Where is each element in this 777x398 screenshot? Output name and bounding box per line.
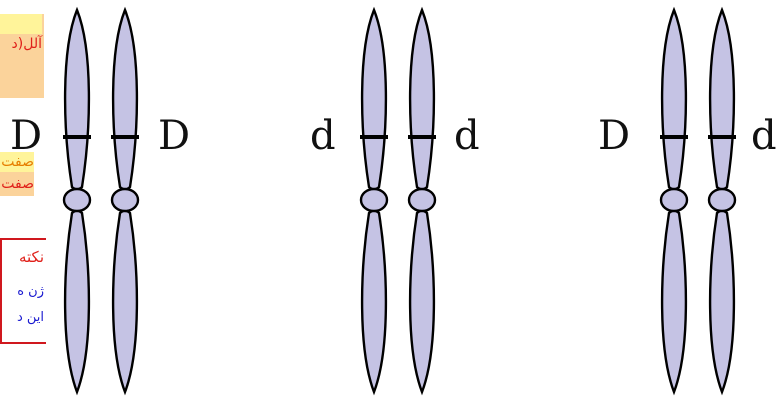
note-tip-line-1: ژن ه [17, 284, 44, 299]
note-text-allele: آلل(د [11, 36, 42, 52]
note-tip-title: نکته [18, 248, 44, 266]
allele-label-2-right: d [454, 113, 480, 159]
allele-label-2-left: d [310, 113, 336, 159]
note-box-trait-2: صفت [0, 172, 34, 196]
note-text-trait-1: صفت [1, 154, 34, 170]
chromosome-pair-1 [61, 8, 141, 394]
chromosome-1b [109, 8, 141, 394]
chromosome-1a [61, 8, 93, 394]
allele-label-1-left: D [10, 113, 43, 159]
chromosome-2b [406, 8, 438, 394]
note-box-highlight [0, 14, 42, 34]
chromosome-2a [358, 8, 390, 394]
chromosome-pair-3 [658, 8, 738, 394]
chromosome-3b [706, 8, 738, 394]
note-text-trait-2: صفت [1, 176, 34, 192]
chromosome-3a [658, 8, 690, 394]
allele-label-3-right: d [751, 113, 777, 159]
allele-label-1-right: D [158, 113, 191, 159]
note-tip-line-2: این د [16, 310, 44, 325]
note-box-trait-1: صفت [0, 152, 34, 172]
note-box-allele: آلل(د [0, 14, 44, 98]
chromosome-pair-2 [358, 8, 438, 394]
note-box-tip: نکته ژن ه این د [0, 238, 46, 344]
allele-label-3-left: D [598, 113, 631, 159]
